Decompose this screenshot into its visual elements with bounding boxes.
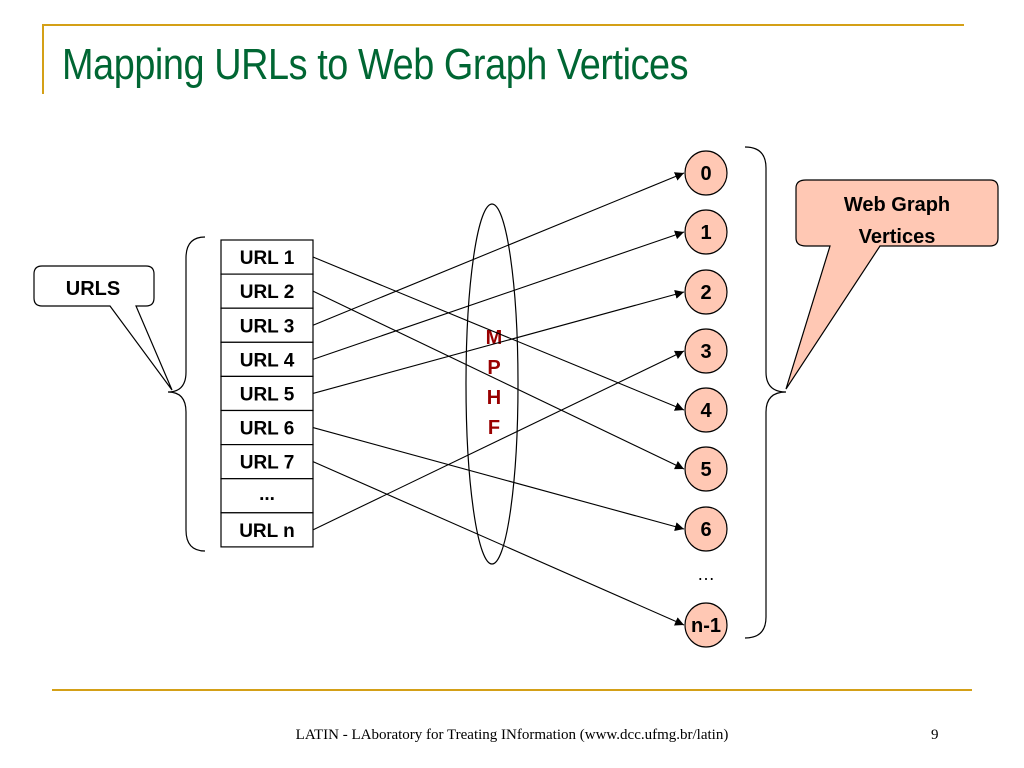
url-cell	[220, 239, 314, 275]
vertex-ellipsis: …	[697, 564, 715, 584]
mphf-letter: P	[487, 357, 500, 379]
urls-callout-box	[33, 265, 173, 391]
mphf-letter: M	[486, 327, 503, 349]
vertex-node-label: n-1	[691, 615, 721, 637]
vertices-callout-line2: Vertices	[859, 226, 936, 248]
vertex-node-label: 5	[700, 459, 711, 481]
url-cell-label: URL 7	[240, 453, 295, 474]
page-number: 9	[931, 727, 939, 743]
mapping-arrow	[312, 290, 685, 470]
vertex-node-label: 4	[700, 400, 712, 422]
url-cell-label: URL 1	[240, 248, 295, 269]
mphf-letter: F	[488, 417, 500, 439]
url-cell	[220, 512, 314, 548]
top-rule	[42, 24, 964, 26]
mapping-arrow	[312, 461, 685, 626]
mapping-arrow	[312, 172, 685, 326]
mphf-letter: H	[487, 387, 501, 409]
url-table: URL 1 URL 2 URL 3 URL 4 URL 5 URL 6 URL 7... UR…	[220, 239, 314, 548]
mapping-arrows	[312, 172, 685, 626]
mapping-arrow	[312, 290, 685, 394]
url-group-brace	[167, 236, 206, 552]
mapping-arrow	[312, 427, 685, 531]
slide-footer: LATIN - LAboratory for Treating INformat…	[295, 727, 729, 743]
slide-title: Mapping URLs to Web Graph Vertices	[62, 40, 689, 89]
vertex-node-label: 1	[700, 222, 711, 244]
vertex-node-label: 3	[700, 341, 711, 363]
url-cell-label: URL 2	[240, 282, 295, 303]
url-cell-label: URL 4	[240, 350, 295, 371]
url-cell-label: ...	[259, 484, 275, 505]
vertex-node	[684, 506, 728, 552]
vertices-callout-line1: Web Graph	[844, 194, 950, 216]
vertex-node	[684, 602, 728, 648]
vertex-node	[684, 328, 728, 374]
vertex-nodes: 0 1 2 3 4 5 6 n-1	[684, 150, 728, 648]
url-cell-label: URL 6	[240, 419, 295, 440]
mapping-arrow	[312, 230, 685, 360]
url-cell-label: URL n	[239, 521, 295, 542]
url-cell-label: URL 3	[240, 316, 295, 337]
vertex-node	[684, 150, 728, 196]
vertices-callout-box	[785, 179, 999, 390]
vertex-node	[684, 446, 728, 492]
vertex-node	[684, 209, 728, 255]
url-cell	[220, 478, 314, 514]
left-rule	[42, 24, 44, 94]
vertex-node	[684, 269, 728, 315]
vertex-node-label: 6	[700, 519, 711, 541]
vertex-group-brace	[744, 146, 787, 639]
vertex-node-label: 2	[700, 282, 711, 304]
bottom-rule	[52, 689, 972, 691]
mapping-arrow	[312, 256, 685, 411]
urls-callout-label: URLS	[66, 278, 120, 300]
vertex-node-label: 0	[700, 163, 711, 185]
vertex-node	[684, 387, 728, 433]
mphf-ellipse	[465, 203, 519, 565]
mapping-arrow	[312, 350, 685, 531]
url-cell-label: URL 5	[240, 384, 295, 405]
